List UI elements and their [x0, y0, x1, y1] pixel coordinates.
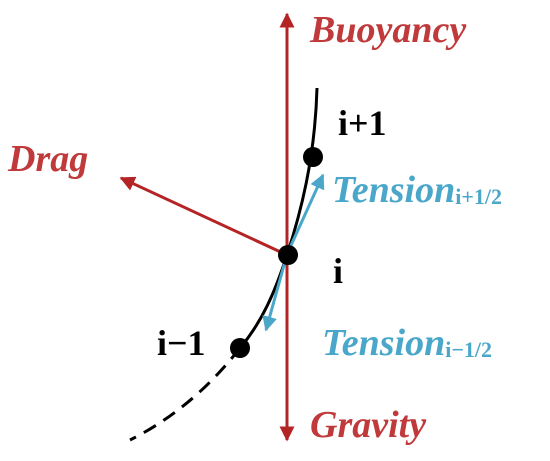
node-lower-label: i−1: [157, 323, 206, 363]
node-middle: [278, 245, 298, 265]
tension-lower-label: Tensioni−1/2: [322, 322, 492, 364]
tension-upper-subscript: i+1/2: [455, 184, 502, 209]
tension-lower-main: Tension: [322, 322, 445, 364]
node-upper: [303, 147, 323, 167]
drag-arrow: [119, 176, 288, 257]
drag-label: Drag: [7, 138, 88, 180]
gravity-label: Gravity: [310, 404, 426, 446]
tension-lower-subscript: i−1/2: [445, 337, 492, 362]
tension-upper-label: Tensioni+1/2: [332, 169, 502, 211]
buoyancy-label: Buoyancy: [309, 9, 466, 51]
rope-dashed-extension: [129, 347, 242, 442]
node-middle-label: i: [333, 251, 343, 291]
tension-upper-main: Tension: [332, 169, 455, 211]
rope-curve: [238, 87, 319, 349]
tension-upper-arrow: [286, 173, 325, 253]
tension-lower-arrow: [262, 257, 288, 332]
node-upper-label: i+1: [338, 103, 387, 143]
node-lower: [230, 338, 250, 358]
